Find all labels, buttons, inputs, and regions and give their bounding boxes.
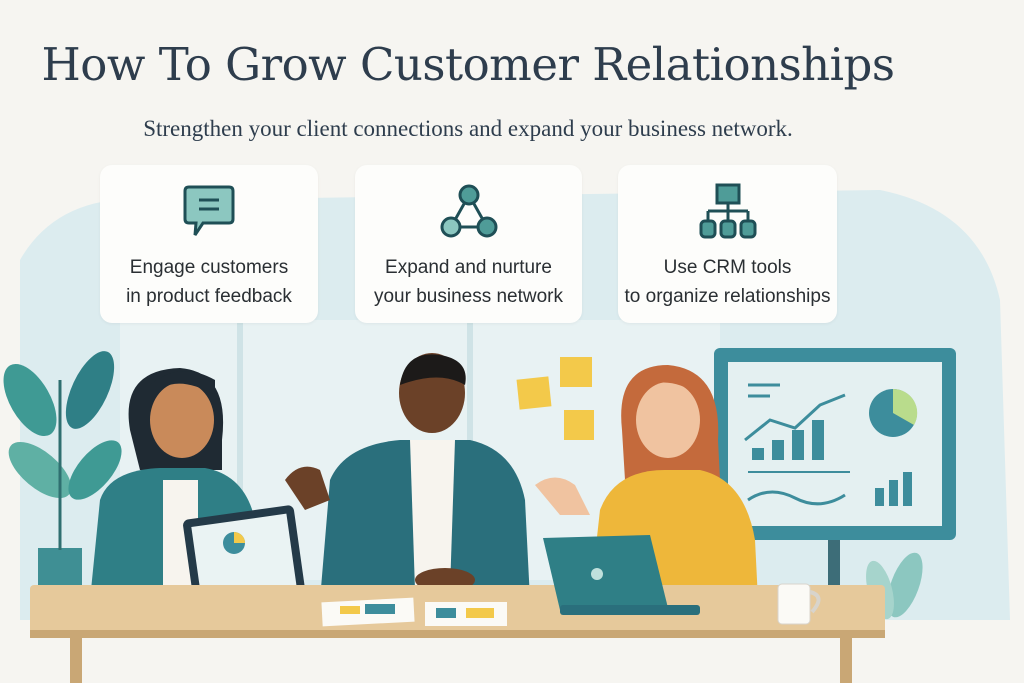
card-crm-tools: Use CRM tools to organize relationships <box>618 165 837 323</box>
documents-on-table <box>321 597 507 627</box>
dashboard-monitor <box>714 348 956 600</box>
network-icon <box>440 184 497 238</box>
page-title: How To Grow Customer Relationships <box>41 38 895 91</box>
org-chart-icon <box>699 183 756 239</box>
card-line1: Expand and nurture <box>385 257 552 278</box>
person-woman-left <box>90 368 260 600</box>
plant <box>3 351 122 598</box>
card-line1: Use CRM tools <box>663 257 792 278</box>
coffee-mug <box>777 583 821 625</box>
page-subtitle: Strengthen your client connections and e… <box>143 116 793 141</box>
laptop <box>543 535 700 615</box>
card-expand-network: Expand and nurture your business network <box>355 165 582 323</box>
person-woman-right <box>535 365 758 600</box>
card-line2: in product feedback <box>126 286 292 307</box>
card-engage-customers: Engage customers in product feedback <box>100 165 318 323</box>
table <box>30 585 885 683</box>
chat-bubble-icon <box>183 185 235 236</box>
sticky-notes <box>516 357 594 440</box>
card-line1: Engage customers <box>129 257 289 278</box>
person-man-center <box>285 353 530 600</box>
tablet <box>183 505 305 609</box>
card-line2: to organize relationships <box>624 286 831 307</box>
card-line2: your business network <box>373 286 564 307</box>
